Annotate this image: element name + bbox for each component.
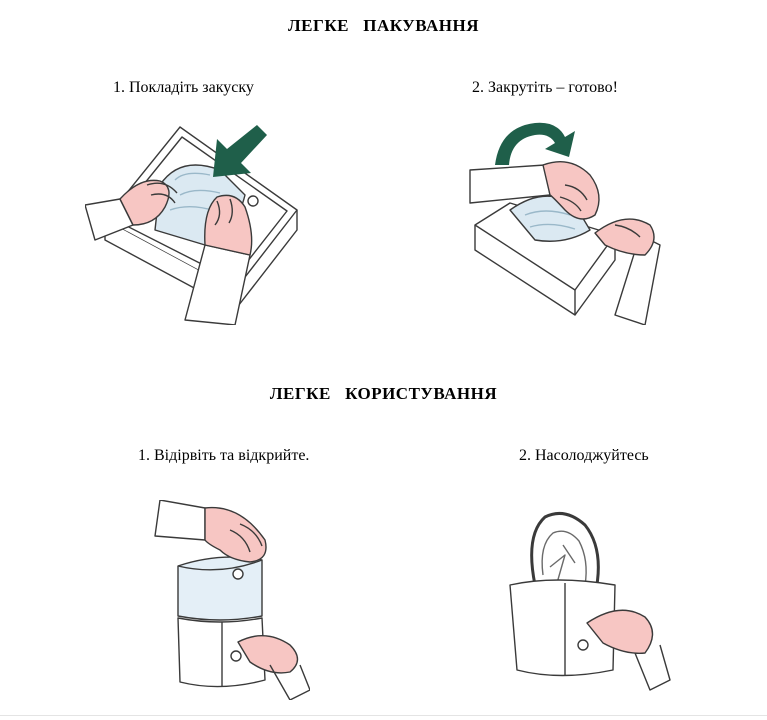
rotate-arrow-icon (495, 122, 575, 165)
illustration-place-snack (85, 125, 298, 325)
illustration-twist-closed (469, 122, 661, 325)
step-label-place-snack: 1. Покладіть закуску (113, 79, 254, 96)
step-label-tear-open: 1. Відірвіть та відкрийте. (138, 447, 310, 464)
section-heading-packing: ЛЕГКЕ ПАКУВАННЯ (288, 16, 479, 35)
section-heading-usage: ЛЕГКЕ КОРИСТУВАННЯ (269, 384, 498, 403)
illustration-enjoy (509, 511, 671, 691)
illustration-tear-open (154, 500, 310, 700)
step-label-twist-closed: 2. Закрутіть – готово! (472, 79, 618, 96)
bottom-divider (0, 715, 767, 716)
step-label-enjoy: 2. Насолоджуйтесь (519, 447, 649, 464)
arrow-icon (213, 125, 267, 177)
